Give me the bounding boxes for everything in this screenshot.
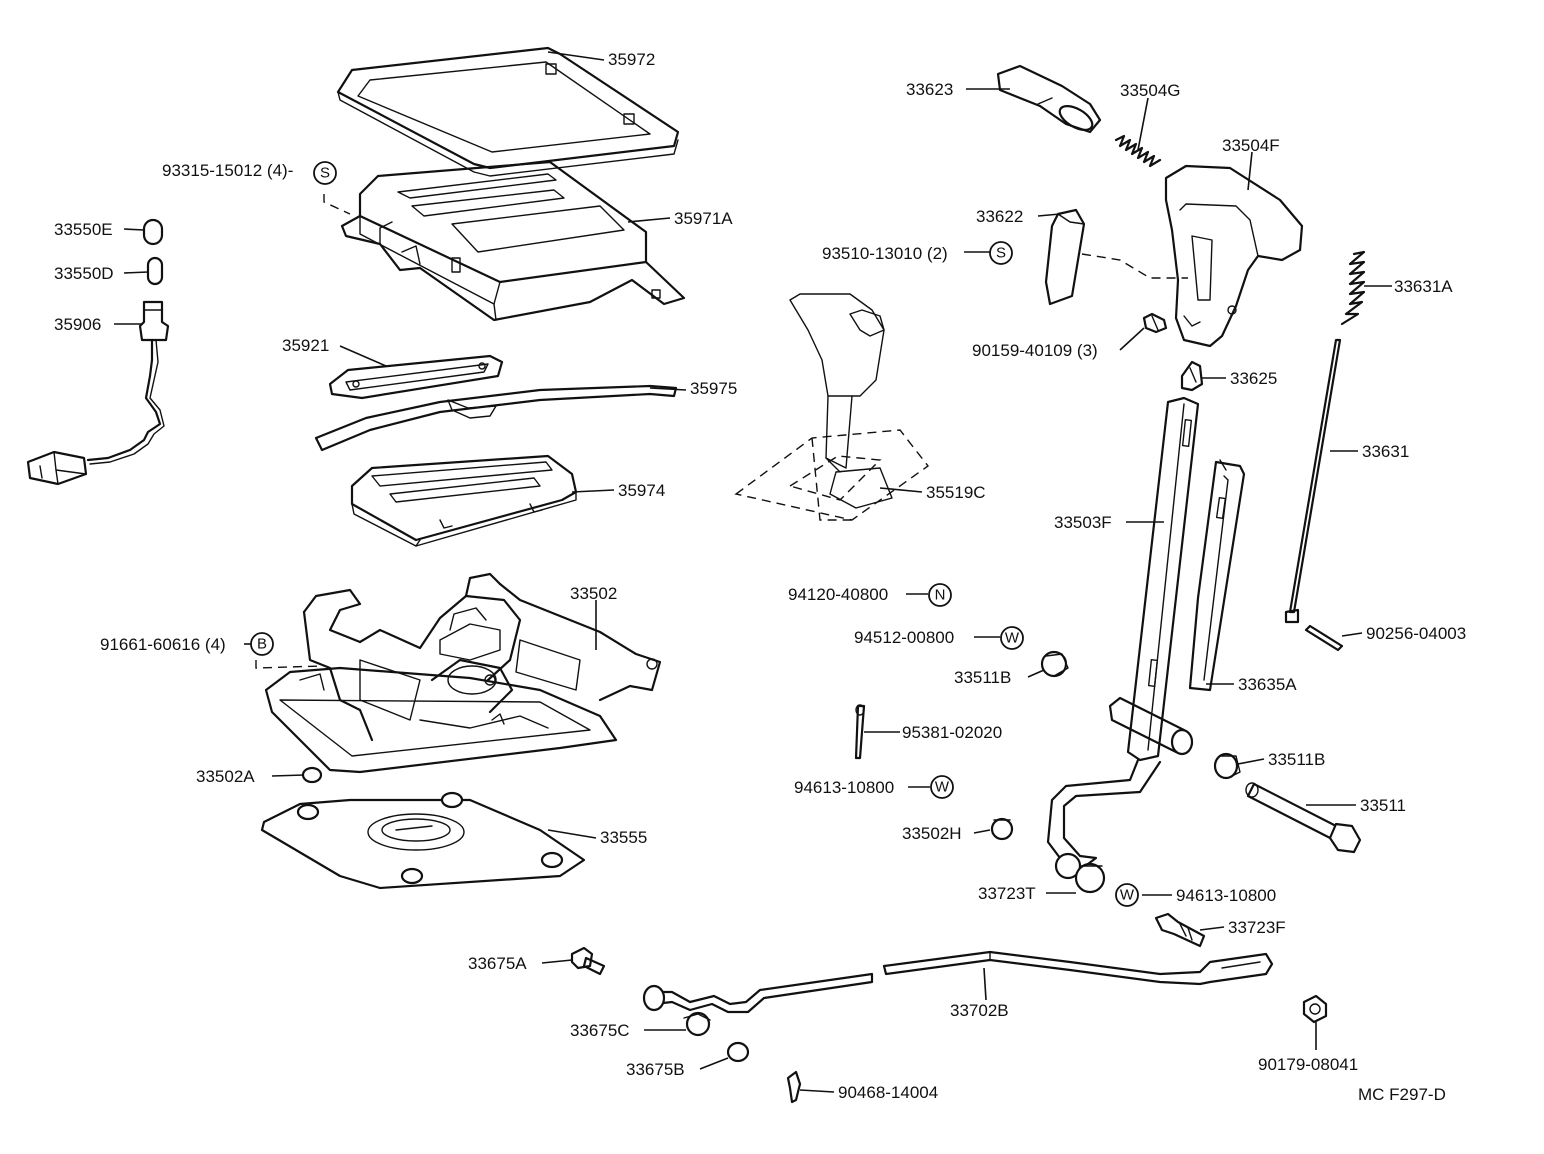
control-rod-33702B: [642, 950, 1274, 1014]
bushing-33675C: [683, 1011, 711, 1037]
label-33635A: 33635A: [1238, 675, 1297, 694]
label-33511: 33511: [1360, 796, 1406, 815]
symbol-w-washer-3: W: [1115, 883, 1139, 907]
label-94613-10800-right: 94613-10800: [1176, 886, 1276, 905]
label-35519C: 35519C: [926, 483, 986, 502]
label-35974: 35974: [618, 481, 665, 500]
svg-text:W: W: [935, 779, 950, 796]
label-33675C: 33675C: [570, 1021, 630, 1040]
label-33723F: 33723F: [1228, 918, 1286, 937]
bushing-33675B: [726, 1041, 750, 1063]
screw-90159: [1142, 312, 1168, 334]
bezel-frame-35972: [336, 46, 680, 177]
label-35906: 35906: [54, 315, 101, 334]
fastener-leader-93315: [323, 194, 351, 215]
shift-lever-33503F: [1046, 396, 1200, 872]
pin-90256: [1304, 624, 1344, 652]
label-33550D: 33550D: [54, 264, 114, 283]
shift-knob-33504F: [1164, 164, 1304, 348]
symbol-s-fastener-1: S: [313, 161, 337, 185]
label-33723T: 33723T: [978, 884, 1036, 903]
figure-code: MC F297-D: [1358, 1085, 1446, 1104]
console-housing-35971A: [340, 160, 686, 322]
svg-text:W: W: [1005, 630, 1020, 647]
label-33631A: 33631A: [1394, 277, 1453, 296]
spring-33631A: [1340, 250, 1366, 326]
label-35975: 35975: [690, 379, 737, 398]
bolt-33675A: [570, 946, 606, 976]
symbol-n-nut: N: [928, 583, 952, 607]
symbol-w-washer-1: W: [1000, 626, 1024, 650]
label-33511B-left: 33511B: [954, 668, 1011, 687]
svg-text:B: B: [257, 636, 267, 653]
label-33631: 33631: [1362, 442, 1409, 461]
shift-knob-view-35519C: [734, 293, 930, 521]
spring-33504G: [1114, 134, 1162, 168]
bushing-33502A: [301, 766, 323, 784]
label-94120-40800: 94120-40800: [788, 585, 888, 604]
base-plate-33555: [260, 791, 586, 890]
svg-text:S: S: [320, 165, 330, 182]
label-33622: 33622: [976, 207, 1023, 226]
label-33675B: 33675B: [626, 1060, 685, 1079]
label-93315-15012: 93315-15012 (4)-: [162, 161, 293, 180]
label-33555: 33555: [600, 828, 647, 847]
label-33702B: 33702B: [950, 1001, 1009, 1020]
screw-leader-93510: [1081, 253, 1188, 279]
symbol-b-fastener: B: [250, 632, 274, 656]
label-90468-14004: 90468-14004: [838, 1083, 938, 1102]
plate-35921: [328, 354, 504, 400]
label-93510-13010: 93510-13010 (2): [822, 244, 948, 263]
label-33675A: 33675A: [468, 954, 527, 973]
bolt-33511: [1245, 782, 1362, 854]
bushing-33511B-left: [1040, 650, 1069, 678]
bushing-33723T: [1054, 852, 1106, 894]
detent-rack-33635A: [1188, 459, 1246, 692]
label-33623: 33623: [906, 80, 953, 99]
dust-strip-35975: [314, 384, 678, 452]
release-plate-33622: [1044, 208, 1086, 306]
svg-text:S: S: [996, 245, 1006, 262]
label-33625: 33625: [1230, 369, 1277, 388]
symbol-w-washer-2: W: [930, 775, 954, 799]
cotter-pin-95381: [854, 704, 866, 760]
button-33623: [996, 64, 1102, 134]
label-95381-02020: 95381-02020: [902, 723, 1002, 742]
bushing-33511B-right: [1213, 752, 1241, 780]
bulb-and-socket-assembly: [26, 218, 170, 486]
indicator-35974: [350, 454, 578, 547]
label-91661-60616: 91661-60616 (4): [100, 635, 226, 654]
svg-text:N: N: [935, 587, 946, 604]
label-33504F: 33504F: [1222, 136, 1280, 155]
leader-lines: [114, 51, 1392, 1093]
label-90179-08041: 90179-08041: [1258, 1055, 1358, 1074]
label-35971A: 35971A: [674, 209, 733, 228]
label-35972: 35972: [608, 50, 655, 69]
clip-33625: [1180, 360, 1204, 392]
nut-90179: [1302, 994, 1328, 1024]
label-33502H: 33502H: [902, 824, 962, 843]
label-35921: 35921: [282, 336, 329, 355]
push-rod-33631: [1284, 338, 1342, 624]
label-33502A: 33502A: [196, 767, 255, 786]
clip-33723F: [1154, 912, 1206, 948]
label-94613-10800-left: 94613-10800: [794, 778, 894, 797]
bolt-leader-91661: [255, 660, 323, 669]
shift-bracket-33502: [264, 572, 662, 774]
label-33511B-right: 33511B: [1268, 750, 1325, 769]
label-33550E: 33550E: [54, 220, 113, 239]
label-33504G: 33504G: [1120, 81, 1181, 100]
bushing-33502H: [990, 817, 1014, 841]
clip-90468: [786, 1070, 802, 1104]
label-33503F: 33503F: [1054, 513, 1112, 532]
part-labels: 35972 93315-15012 (4)- 35971A 33550E 335…: [54, 50, 1466, 1104]
label-94512-00800: 94512-00800: [854, 628, 954, 647]
label-90159-40109: 90159-40109 (3): [972, 341, 1098, 360]
svg-text:W: W: [1120, 887, 1135, 904]
symbol-s-fastener-2: S: [989, 241, 1013, 265]
label-90256-04003: 90256-04003: [1366, 624, 1466, 643]
label-33502: 33502: [570, 584, 617, 603]
